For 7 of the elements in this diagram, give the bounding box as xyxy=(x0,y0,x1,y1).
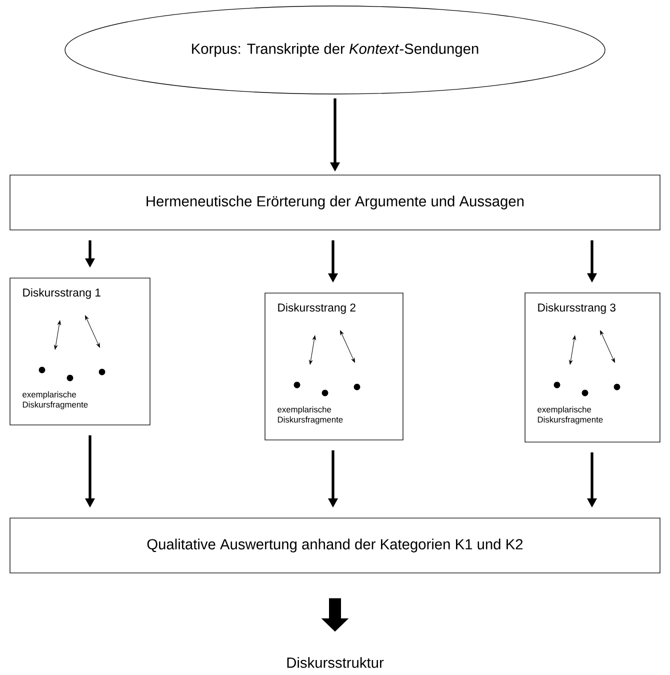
strand-box: Diskursstrang 1 exemplarische Diskursfragmente xyxy=(10,278,150,426)
result-text: Diskursstruktur xyxy=(287,657,384,668)
ellipse-node: Korpus: Transkripte der Kontext-Sendungen xyxy=(64,6,606,94)
strand-box: Diskursstrang 2 exemplarische Diskursfragmente xyxy=(264,292,404,440)
process-box: Hermeneutische Erörterung der Argumente und Aussagen xyxy=(10,174,660,230)
process-box: Qualitative Auswertung anhand der Kategorien K1 und K2 xyxy=(10,518,660,574)
strand-box: Diskursstrang 3 exemplarische Diskursfragmente xyxy=(524,292,660,442)
